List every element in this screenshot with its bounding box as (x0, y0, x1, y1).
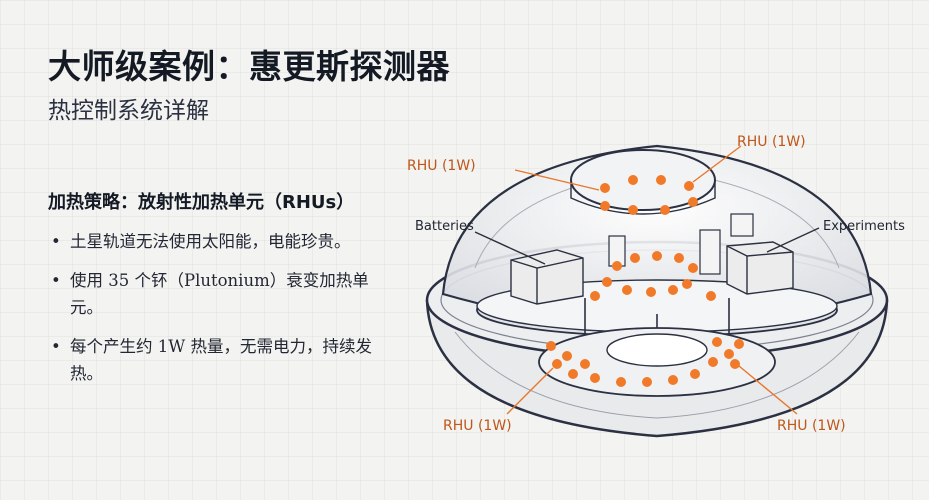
bullet-item: • 每个产生约 1W 热量，无需电力，持续发热。 (48, 333, 398, 387)
rhu-top-cluster (600, 175, 698, 215)
diagram-labels: RHU (1W) RHU (1W) Batteries Experiments … (407, 134, 905, 434)
bullet-text: 土星轨道无法使用太阳能，电能珍贵。 (70, 232, 351, 251)
slide-subtitle: 热控制系统详解 (48, 98, 209, 124)
label-rhu-bottom-right: RHU (1W) (777, 418, 846, 434)
diagram-leaders (474, 145, 820, 415)
bullet-item: • 土星轨道无法使用太阳能，电能珍贵。 (48, 228, 398, 255)
probe-body (425, 144, 889, 438)
bullet-dot-icon: • (51, 337, 61, 356)
batteries-block (510, 249, 584, 305)
bullet-text: 每个产生约 1W 热量，无需电力，持续发热。 (70, 337, 372, 383)
rhu-bottom-ring (546, 337, 744, 387)
leader-rhu-bottom-left (506, 367, 554, 415)
leader-rhu-bottom-right (738, 365, 798, 415)
label-batteries: Batteries (415, 219, 474, 234)
label-rhu-top-left: RHU (1W) (407, 158, 476, 174)
leader-rhu-top-left (514, 169, 600, 191)
bullet-text: 使用 35 个钚（Plutonium）衰变加热单元。 (70, 271, 369, 317)
leader-experiments (766, 227, 820, 253)
leader-batteries (474, 231, 546, 265)
strategy-bullet-list: • 土星轨道无法使用太阳能，电能珍贵。 • 使用 35 个钚（Plutonium）衰… (48, 228, 398, 399)
label-rhu-top-right: RHU (1W) (737, 134, 806, 150)
strategy-heading: 加热策略：放射性加热单元（RHUs） (48, 192, 355, 213)
bullet-dot-icon: • (51, 271, 61, 290)
rhu-cluster (546, 175, 744, 387)
bullet-dot-icon: • (51, 232, 61, 251)
label-rhu-bottom-left: RHU (1W) (443, 418, 512, 434)
label-experiments: Experiments (823, 219, 905, 234)
rhu-middle-ring (590, 251, 716, 301)
slide-title: 大师级案例：惠更斯探测器 (48, 47, 450, 86)
experiments-block (726, 241, 794, 295)
huygens-probe-diagram: RHU (1W) RHU (1W) Batteries Experiments … (407, 134, 905, 438)
leader-rhu-top-right (692, 145, 742, 183)
bullet-item: • 使用 35 个钚（Plutonium）衰变加热单元。 (48, 267, 398, 321)
